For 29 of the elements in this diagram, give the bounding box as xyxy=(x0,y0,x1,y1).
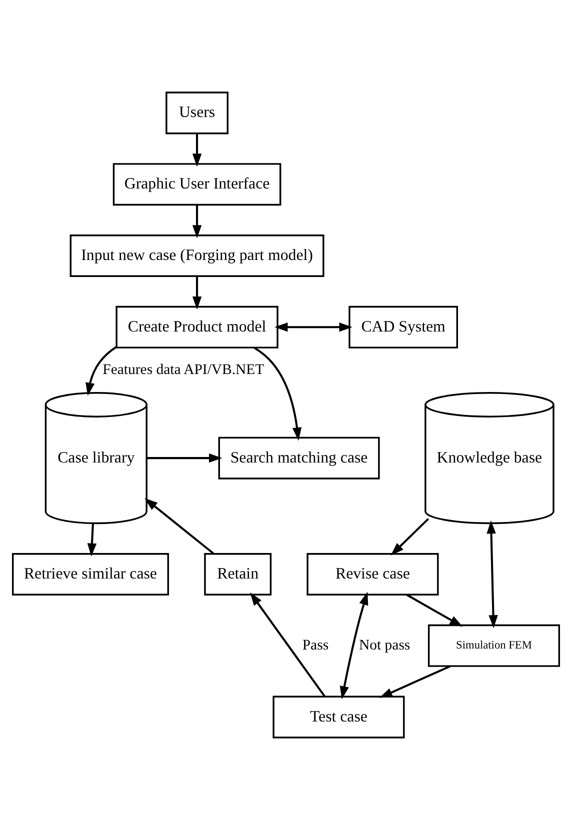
node-box: Search matching case xyxy=(218,436,380,479)
arrow xyxy=(144,498,214,554)
arrow xyxy=(86,346,117,396)
node-box: Users xyxy=(166,91,228,134)
node-box: Input new case (Forging part model) xyxy=(70,234,324,276)
edge-label: Features data API/VB.NET xyxy=(102,362,264,378)
arrow xyxy=(254,346,302,440)
node-box: Graphic User Interface xyxy=(112,162,282,206)
edge-label: Not pass xyxy=(359,637,410,654)
arrow xyxy=(146,452,222,462)
node-box: Retain xyxy=(204,552,272,595)
arrow xyxy=(406,593,463,626)
edge-label: Pass xyxy=(302,637,329,654)
node-box: Retrieve similar case xyxy=(12,552,169,595)
node-box: Create Product model xyxy=(116,305,278,348)
arrow xyxy=(87,522,97,556)
arrow xyxy=(274,322,352,332)
node-box: CAD System xyxy=(348,305,458,348)
arrow xyxy=(390,518,430,556)
node-box: Simulation FEM xyxy=(428,624,560,666)
arrow xyxy=(192,276,202,310)
node-box: Test case xyxy=(272,695,405,738)
arrow xyxy=(250,592,326,697)
node-box: Revise case xyxy=(306,552,439,595)
arrow xyxy=(486,520,498,628)
arrow xyxy=(192,204,202,238)
arrow xyxy=(379,664,451,698)
arrow xyxy=(340,591,368,699)
arrow xyxy=(192,133,202,166)
